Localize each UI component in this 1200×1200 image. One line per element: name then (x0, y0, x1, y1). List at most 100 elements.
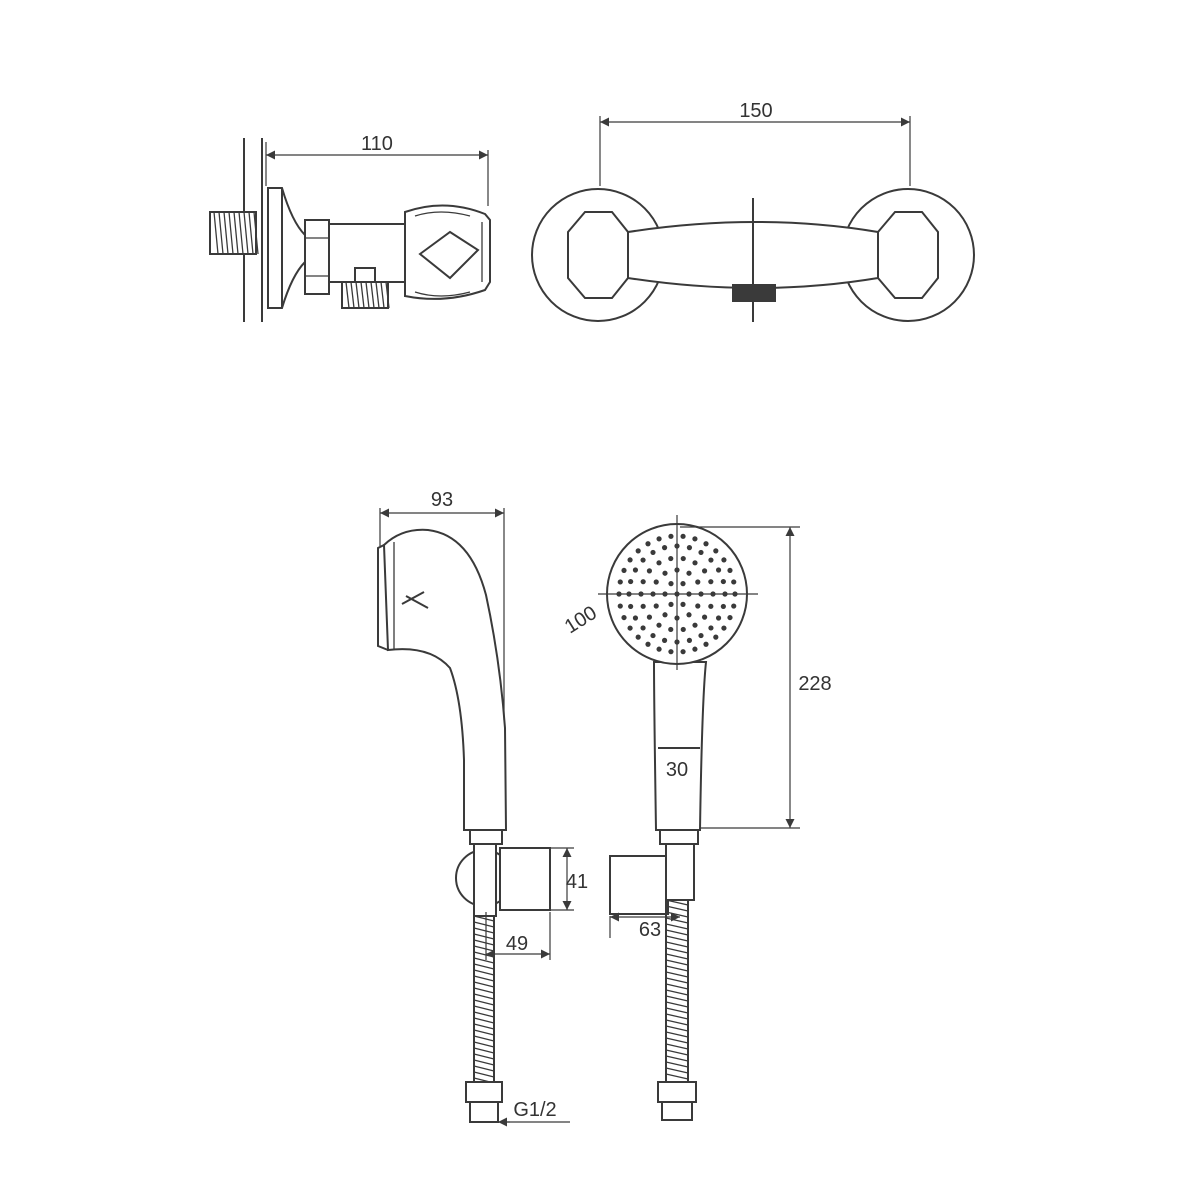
drawing-line (473, 1041, 495, 1048)
dim-label-30: 30 (666, 759, 688, 781)
drawing-line (665, 971, 689, 978)
nozzle-dot (680, 626, 686, 633)
drawing-line (665, 1055, 689, 1062)
nozzle-dot (713, 634, 719, 640)
drawing-line (218, 211, 224, 255)
dim-label-g12: G1/2 (513, 1099, 556, 1121)
nozzle-dot (628, 578, 634, 585)
drawing-line (665, 911, 689, 918)
nozzle-dot (703, 641, 709, 647)
dimension-228: 228 (680, 526, 832, 829)
nozzle-dot (708, 625, 714, 631)
drawing-line (665, 953, 689, 960)
drawing-line (473, 1017, 495, 1024)
drawing-line (385, 281, 390, 309)
nozzle-dot (727, 567, 733, 574)
drawing-line (665, 983, 689, 990)
nozzle-dot (686, 545, 693, 551)
drawing-line (473, 1011, 495, 1018)
drawing-line (473, 1071, 495, 1078)
dimension-110: 110 (265, 133, 489, 206)
nozzle-dot (692, 536, 698, 542)
nozzle-dot (621, 614, 627, 621)
drawing-line (665, 1007, 689, 1014)
dimension-49: 49 (485, 912, 551, 960)
dimension-63: 63 (609, 912, 680, 941)
drawing-line (370, 281, 375, 309)
nozzle-dot (701, 568, 708, 574)
drawing-line (665, 1067, 689, 1074)
drawing-line (473, 1059, 495, 1066)
dim-label-93: 93 (431, 489, 453, 511)
drawing-line (473, 1053, 495, 1060)
drawing-line (473, 939, 495, 946)
nozzle-dot (627, 625, 633, 631)
drawing-line (665, 899, 689, 906)
drawing-line (665, 1043, 689, 1050)
nozzle-dot (692, 622, 698, 628)
drawing-line (665, 1049, 689, 1056)
nozzle-dot (668, 626, 674, 633)
drawing-line (665, 1019, 689, 1026)
drawing-line (228, 211, 234, 255)
dimension-g12: G1/2 (498, 1099, 570, 1127)
drawing-line (473, 945, 495, 952)
nozzle-dot (708, 603, 714, 609)
dim-label-63: 63 (639, 919, 661, 941)
nozzle-dot (698, 549, 704, 556)
nozzle-dot (708, 579, 714, 585)
nozzle-dot (731, 603, 737, 609)
nozzle-dot (727, 614, 733, 621)
drawing-line (238, 211, 244, 255)
drawing-line (473, 963, 495, 970)
drawing-line (213, 211, 219, 255)
nozzle-dot (661, 637, 668, 643)
nozzle-dot (650, 632, 656, 639)
drawing-line (473, 987, 495, 994)
dim-label-100: 100 (561, 602, 601, 638)
nozzle-dot (680, 649, 686, 655)
nozzle-dot (632, 567, 639, 573)
drawing-line (473, 921, 495, 928)
nozzle-dot (721, 625, 727, 631)
nozzle-dot (701, 614, 708, 620)
drawing-line (253, 211, 259, 255)
nozzle-dot (661, 545, 668, 551)
drawing-line (473, 1005, 495, 1012)
drawing-line (375, 281, 380, 309)
drawing-line (355, 281, 360, 309)
nozzle-dot (640, 557, 646, 563)
drawing-line (345, 281, 350, 309)
nozzle-dot (646, 568, 653, 574)
nozzle-dot (692, 646, 698, 652)
drawing-line (473, 927, 495, 934)
dimension-150: 150 (599, 100, 911, 186)
drawing-line (473, 1035, 495, 1042)
nozzle-dot (640, 625, 646, 631)
nozzle-dot (721, 557, 727, 563)
nozzle-dot (645, 641, 651, 647)
nozzle-dot (668, 581, 674, 587)
nozzle-dot (715, 567, 722, 573)
drawing-line (473, 975, 495, 982)
drawing-line (223, 211, 229, 255)
nozzle-dot (653, 603, 659, 609)
nozzle-dot (635, 548, 641, 554)
nozzle-dot (715, 615, 722, 621)
drawing-line (473, 993, 495, 1000)
handshower-front-view (598, 515, 758, 1121)
drawing-line (665, 941, 689, 948)
drawing-line (665, 923, 689, 930)
nozzle-dot (731, 579, 737, 585)
nozzle-dot (662, 570, 668, 576)
nozzle-dot (698, 632, 704, 639)
nozzle-dot (680, 601, 686, 607)
nozzle-dot (640, 603, 646, 609)
drawing-line (665, 995, 689, 1002)
drawing-line (665, 1031, 689, 1038)
drawing-line (473, 981, 495, 988)
nozzle-dot (668, 533, 674, 539)
nozzle-dot (617, 579, 623, 585)
drawing-line (473, 969, 495, 976)
